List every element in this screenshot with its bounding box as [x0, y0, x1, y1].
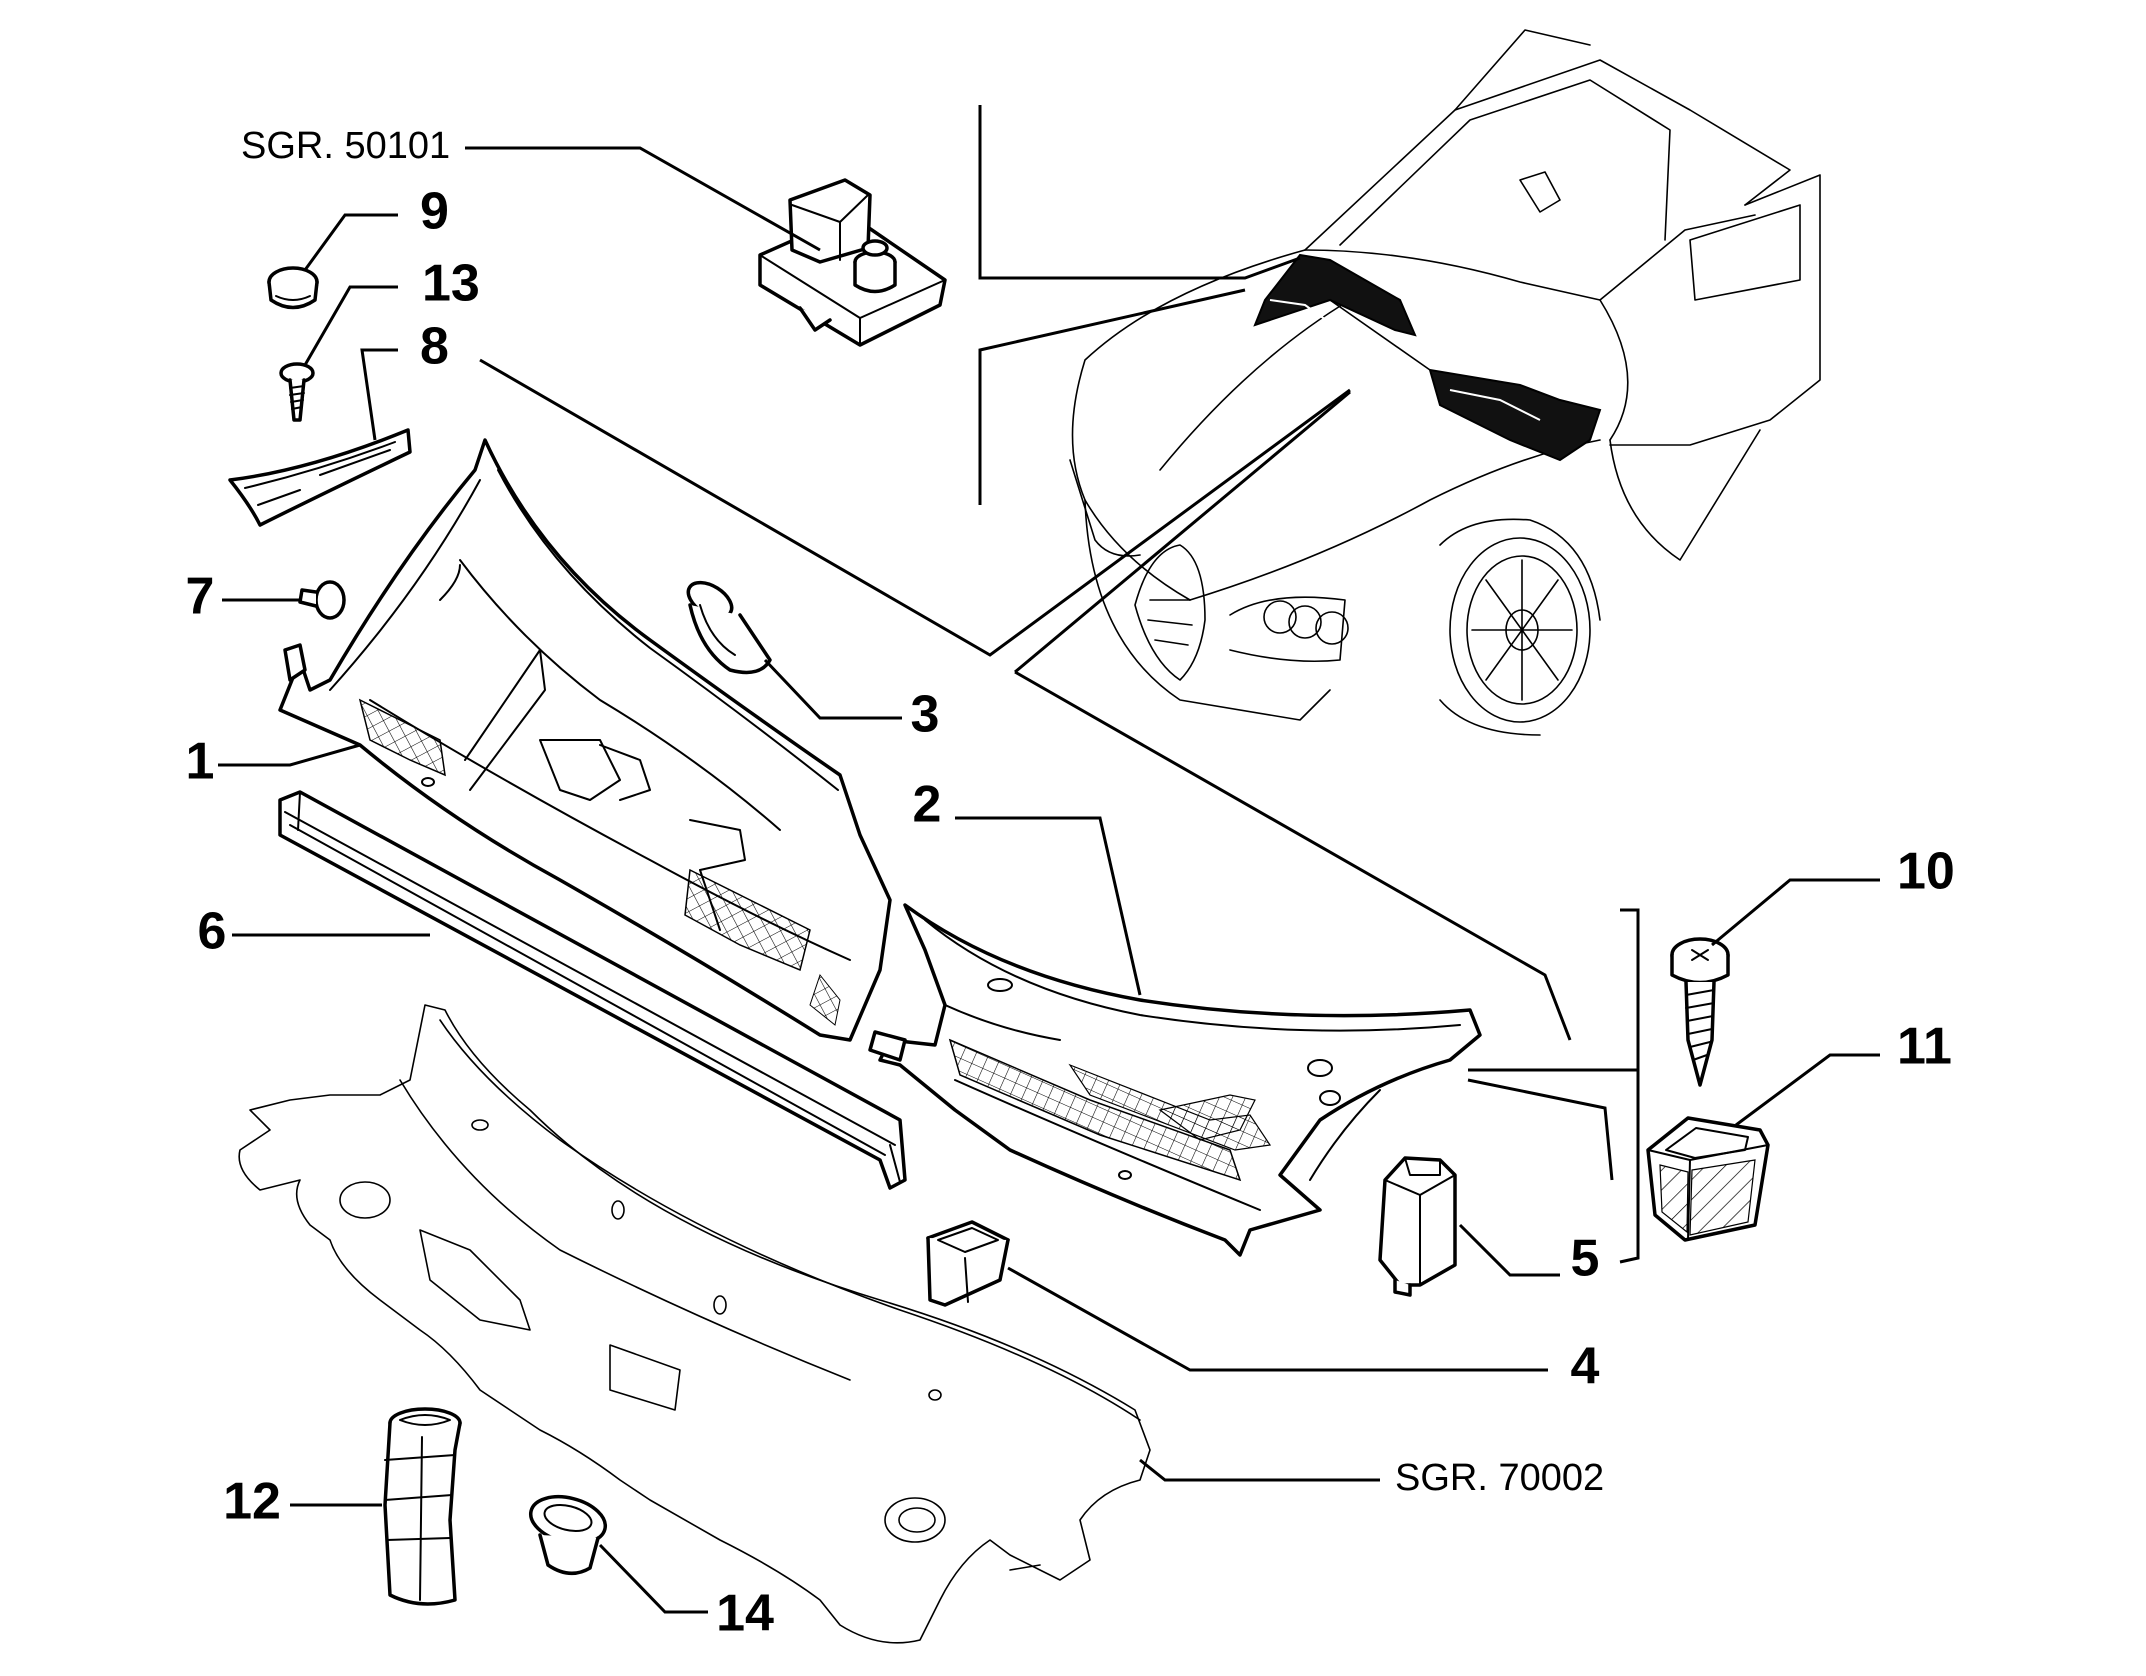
callout-12: 12	[223, 1473, 281, 1531]
part-9-cap	[267, 266, 319, 310]
part-5-duct	[1378, 1156, 1457, 1297]
callout-9: 9	[420, 183, 449, 241]
part-10-screw	[1670, 937, 1730, 1087]
leader-1	[218, 743, 361, 767]
leader-sgr-70002	[1139, 1458, 1380, 1482]
callout-6: 6	[198, 903, 227, 961]
ref-label-sgr-70002: SGR. 70002	[1395, 1457, 1604, 1499]
leader-car-right	[1014, 670, 1572, 1041]
callout-13: 13	[422, 255, 480, 313]
bracket-right	[1619, 908, 1640, 1264]
car-overview	[1069, 29, 1821, 736]
part-4-duct	[926, 1220, 1010, 1307]
leader-14	[598, 1543, 708, 1614]
leader-car-cowl	[1014, 390, 1351, 674]
leader-2	[955, 816, 1142, 996]
callout-1: 1	[186, 733, 215, 791]
component-sgr-50101	[758, 178, 947, 347]
part-13-screw	[279, 362, 315, 422]
leader-9	[303, 213, 398, 271]
leader-13	[303, 285, 398, 366]
callout-10: 10	[1897, 843, 1955, 901]
part-6-seal-strip	[278, 790, 907, 1190]
leader-11	[1735, 1053, 1880, 1127]
part-1-left-cowl-panel	[278, 438, 892, 1042]
leader-8	[360, 348, 398, 441]
callout-11: 11	[1897, 1018, 1952, 1076]
part-3-duct	[686, 580, 772, 675]
leader-3	[763, 658, 902, 720]
leader-5	[1458, 1223, 1560, 1277]
ref-label-sgr-50101: SGR. 50101	[241, 125, 450, 167]
bracket-line-top	[978, 105, 1301, 280]
part-7-clip	[298, 580, 346, 620]
part-11-clip	[1646, 1116, 1770, 1242]
callout-7: 7	[186, 568, 215, 626]
callout-8: 8	[420, 318, 449, 376]
component-sgr-70002	[238, 1004, 1151, 1644]
part-2-right-cowl-panel	[868, 903, 1482, 1257]
callout-3: 3	[911, 686, 940, 744]
leader-sgr-50101	[465, 146, 821, 252]
bracket-line-mid	[978, 288, 1246, 505]
leader-4	[1007, 1266, 1548, 1372]
leader-right-group-2	[1467, 1078, 1614, 1181]
callout-14: 14	[716, 1585, 774, 1643]
callout-5: 5	[1571, 1230, 1600, 1288]
part-12-duct	[383, 1407, 462, 1606]
part-8-trim-strip	[228, 428, 412, 527]
leader-part-2-car	[479, 358, 1351, 657]
callout-4: 4	[1571, 1338, 1600, 1396]
leader-10	[1711, 878, 1880, 947]
part-14-grommet	[528, 1495, 608, 1575]
callout-2: 2	[913, 776, 942, 834]
